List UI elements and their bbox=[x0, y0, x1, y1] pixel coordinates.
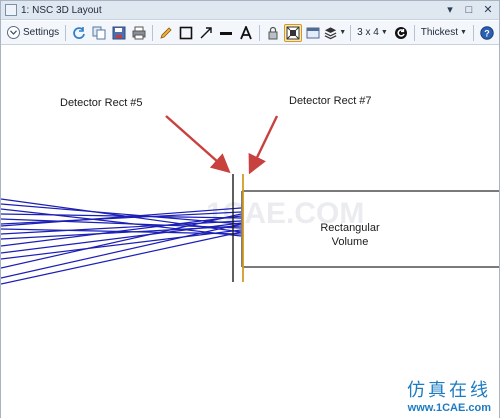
draw-text-button[interactable] bbox=[237, 24, 255, 42]
settings-label: Settings bbox=[23, 27, 60, 38]
volume-label-line1: Rectangular bbox=[320, 222, 380, 234]
chevron-down-icon bbox=[7, 26, 20, 39]
refresh-icon bbox=[73, 26, 86, 39]
pencil-icon bbox=[160, 26, 172, 39]
pin-button[interactable]: ▾ bbox=[447, 3, 453, 16]
toolbar-separator bbox=[65, 24, 67, 41]
ray-bundle bbox=[1, 198, 242, 285]
rotate-icon bbox=[394, 26, 407, 39]
site-logo-url: www.1CAE.com bbox=[407, 402, 491, 414]
ray bbox=[1, 213, 242, 269]
title-bar[interactable]: 1: NSC 3D Layout ▾ □ ✕ bbox=[1, 1, 499, 20]
lock-icon bbox=[268, 26, 278, 39]
settings-button[interactable]: Settings bbox=[4, 23, 62, 43]
toolbar: Settings bbox=[1, 21, 499, 45]
fit-view-button[interactable] bbox=[284, 23, 303, 42]
annotation-detector-rect-5: Detector Rect #5 bbox=[60, 97, 143, 109]
annotation-arrow-left bbox=[165, 115, 231, 174]
layers-icon bbox=[324, 26, 337, 39]
chevron-down-icon: ▼ bbox=[460, 29, 467, 36]
save-icon bbox=[112, 26, 126, 39]
rectangular-volume bbox=[241, 190, 499, 268]
ray bbox=[1, 218, 242, 229]
arrow-icon bbox=[200, 26, 212, 38]
restore-button[interactable]: □ bbox=[465, 3, 473, 16]
rectangle-icon bbox=[179, 26, 193, 39]
help-button[interactable]: ? bbox=[478, 24, 496, 42]
draw-arrow-button[interactable] bbox=[197, 24, 215, 42]
window-icon bbox=[306, 27, 320, 38]
toolbar-separator bbox=[350, 24, 352, 41]
layout-drawing: 1CAE.COM bbox=[1, 95, 499, 285]
ray bbox=[1, 223, 242, 279]
ray bbox=[1, 211, 242, 225]
ray bbox=[1, 215, 242, 247]
draw-line-button[interactable] bbox=[217, 24, 235, 42]
draw-pencil-button[interactable] bbox=[157, 24, 175, 42]
rotate-button[interactable] bbox=[392, 24, 410, 42]
layout-canvas[interactable]: 1CAE.COM bbox=[1, 46, 499, 418]
text-icon bbox=[240, 25, 252, 39]
ray bbox=[1, 207, 242, 227]
ray bbox=[1, 231, 242, 285]
toolbar-separator bbox=[152, 24, 154, 41]
chevron-down-icon: ▼ bbox=[380, 29, 388, 36]
print-icon bbox=[132, 26, 146, 39]
print-button[interactable] bbox=[130, 24, 148, 42]
line-thickness-dropdown[interactable]: Thickest ▼ bbox=[418, 27, 470, 38]
fit-icon bbox=[286, 26, 300, 39]
copy-button[interactable] bbox=[90, 24, 108, 42]
ray bbox=[1, 222, 242, 254]
line-icon bbox=[220, 31, 233, 35]
ray bbox=[1, 213, 242, 219]
window-icon bbox=[5, 4, 17, 16]
annotation-arrow-right bbox=[248, 115, 279, 175]
layout-grid-dropdown[interactable]: 3 x 4 ▼ bbox=[354, 27, 391, 38]
layers-button[interactable]: ▼ bbox=[324, 24, 346, 42]
close-button[interactable]: ✕ bbox=[483, 3, 493, 16]
annotation-detector-rect-7: Detector Rect #7 bbox=[289, 95, 372, 107]
refresh-button[interactable] bbox=[70, 24, 88, 42]
window-options-button[interactable] bbox=[304, 24, 322, 42]
ray bbox=[1, 208, 242, 237]
toolbar-separator bbox=[413, 24, 415, 41]
draw-rectangle-button[interactable] bbox=[177, 24, 195, 42]
chevron-down-icon: ▼ bbox=[339, 29, 347, 36]
window-title: 1: NSC 3D Layout bbox=[21, 4, 102, 16]
site-logo-chinese: 仿真在线 bbox=[407, 380, 491, 401]
site-logo: 仿真在线 www.1CAE.com bbox=[407, 376, 491, 414]
line-thickness-label: Thickest bbox=[420, 27, 458, 38]
toolbar-separator bbox=[472, 24, 474, 41]
help-icon: ? bbox=[480, 25, 494, 40]
ray bbox=[1, 229, 242, 260]
svg-text:?: ? bbox=[484, 28, 490, 38]
save-button[interactable] bbox=[110, 24, 128, 42]
volume-label-line2: Volume bbox=[332, 236, 369, 248]
lock-button[interactable] bbox=[264, 24, 282, 42]
toolbar-separator bbox=[259, 24, 261, 41]
copy-icon bbox=[92, 26, 106, 39]
layout-grid-label: 3 x 4 bbox=[357, 27, 379, 38]
